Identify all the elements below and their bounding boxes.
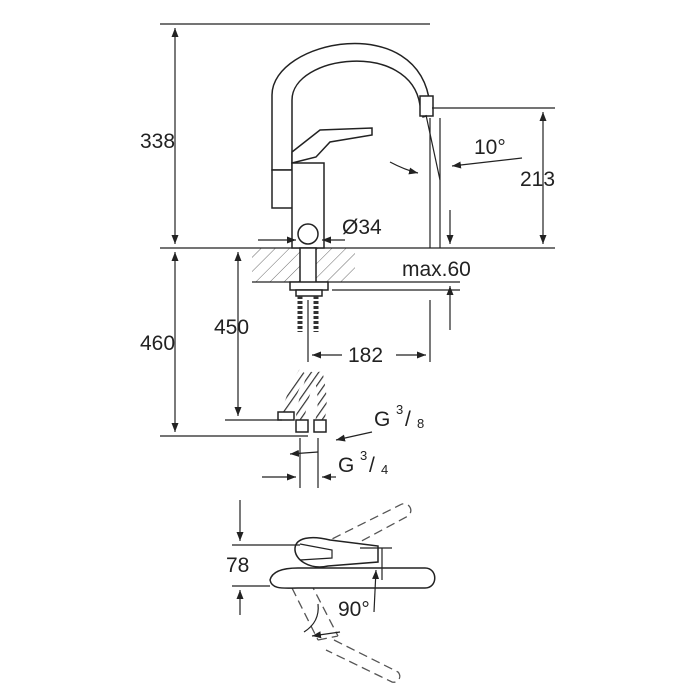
- svg-text:/: /: [369, 454, 375, 477]
- label-handle-height: 78: [226, 554, 249, 577]
- dim-base-diameter: Ø34: [258, 216, 382, 244]
- label-hose-length-total: 460: [140, 332, 175, 355]
- svg-text:/: /: [405, 408, 411, 431]
- label-reach: 182: [348, 344, 383, 367]
- countertop: [160, 247, 555, 283]
- dim-thread-upper: G 3 / 8: [335, 402, 424, 442]
- label-handle-rotation: 90°: [338, 598, 370, 621]
- thread-upper-numerator: 3: [396, 402, 403, 417]
- label-spout-angle: 10°: [474, 136, 506, 159]
- handle-top-view: [269, 503, 436, 683]
- faucet-shank: [289, 247, 329, 297]
- dim-reach: 182: [307, 300, 431, 367]
- faucet-body: [271, 42, 434, 249]
- thread-lower-prefix: G: [338, 454, 354, 477]
- dim-spout-height: 213: [429, 107, 555, 248]
- label-hose-length: 450: [214, 316, 249, 339]
- dim-hose-length-total: 460: [140, 252, 308, 437]
- thread-lower-denominator: 4: [381, 462, 388, 477]
- label-max-thickness: max.60: [402, 258, 471, 281]
- thread-upper-denominator: 8: [417, 416, 424, 431]
- dim-hose-length: 450: [214, 252, 282, 421]
- dim-max-thickness: max.60: [332, 210, 471, 330]
- dim-thread-lower: G 3 / 4: [262, 438, 388, 488]
- label-base-diameter: Ø34: [342, 216, 382, 239]
- dim-handle-rotation: 90°: [303, 569, 380, 639]
- thread-upper-prefix: G: [374, 408, 390, 431]
- label-spout-height: 213: [520, 168, 555, 191]
- dim-spout-angle: 10°: [389, 114, 523, 181]
- supply-hoses: [277, 296, 327, 433]
- label-total-height: 338: [140, 130, 175, 153]
- dim-total-height: 338: [140, 23, 430, 244]
- thread-lower-numerator: 3: [360, 448, 367, 463]
- dim-handle-height: 78: [226, 500, 392, 615]
